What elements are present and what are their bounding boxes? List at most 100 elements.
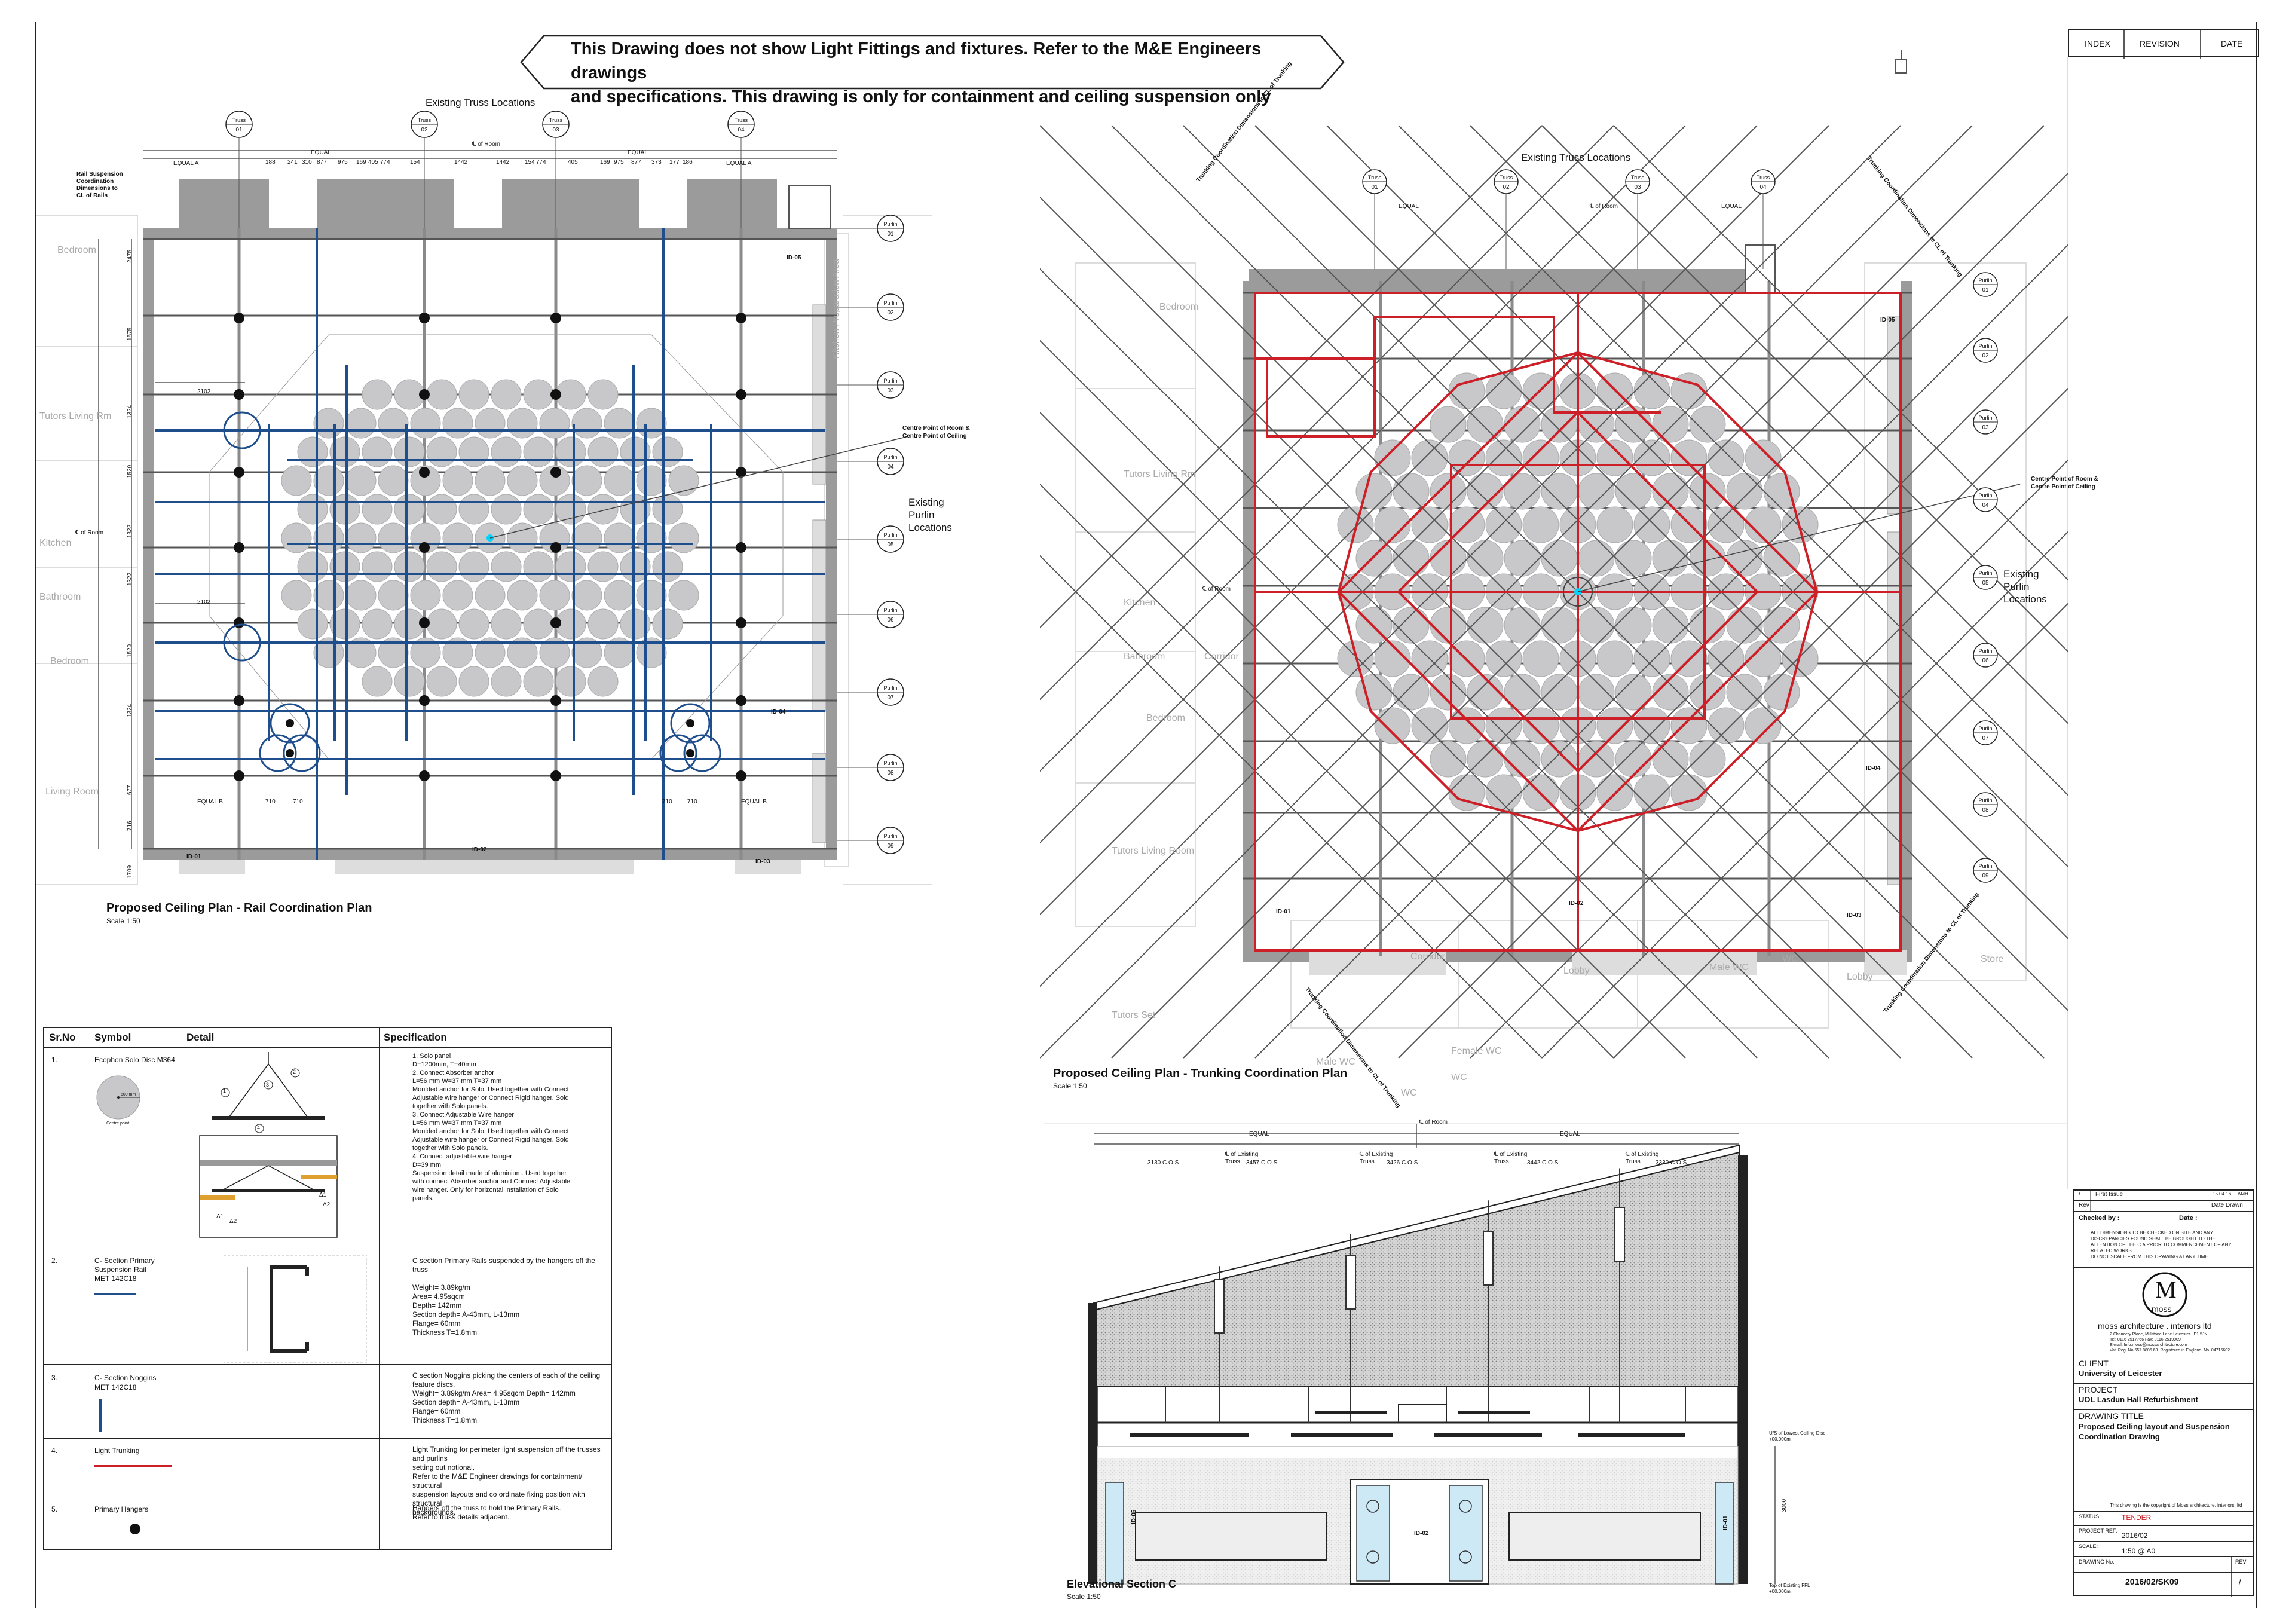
rail-room-bedroom-1: Bedroom — [57, 245, 96, 255]
notice-line-2: and specifications. This drawing is only… — [571, 87, 1271, 106]
purlin-bubble-09-number: 09 — [887, 843, 894, 849]
trunk-room-label: Lobby — [1563, 966, 1590, 976]
rev-row-by: AMH — [2238, 1191, 2248, 1197]
ceiling-disc — [1596, 506, 1633, 543]
purlin-bubble-02-word: Purlin — [1978, 343, 1992, 349]
spec-row2-symbol: C- Section Primary Suspension Rail — [94, 1256, 155, 1274]
copyright-note: This drawing is the copyright of Moss ar… — [2110, 1503, 2242, 1508]
spec-row1-line: L=56 mm W=37 mm T=37 mm — [412, 1078, 502, 1085]
spec-row1-line: with connect Absorber anchor and Connect… — [412, 1178, 571, 1185]
spec-row3-line: Flange= 60mm — [412, 1407, 461, 1415]
logo-letter: M — [2155, 1276, 2177, 1303]
ceiling-disc — [636, 580, 667, 611]
ceiling-disc — [410, 522, 441, 553]
spec-row4-symbol: Light Trunking — [94, 1446, 140, 1455]
spec-row2-text: C section Primary Rails suspended by the… — [412, 1256, 611, 1337]
purlin-bubble-09-number: 09 — [1982, 873, 1989, 879]
primary-hanger — [550, 770, 561, 781]
c-section-detail — [224, 1255, 367, 1363]
rail-top-dim: 241 — [287, 159, 298, 166]
ceiling-disc — [1485, 506, 1522, 543]
ceiling-disc — [1393, 473, 1430, 510]
ceiling-disc — [410, 408, 441, 439]
background-building-lines — [1075, 262, 2027, 1029]
purlin-bubble-03-word: Purlin — [1978, 415, 1992, 421]
trunk-equal-right: EQUAL — [1721, 203, 1742, 210]
ceiling-disc — [507, 522, 538, 553]
rail-top-dim: 169 — [356, 159, 366, 166]
diag-line-b — [1040, 125, 1686, 772]
ceiling-disc — [1522, 439, 1559, 476]
ceiling-disc — [1689, 674, 1726, 711]
ceiling-disc — [1689, 406, 1726, 443]
ceiling-disc — [378, 637, 409, 668]
purlin-bubble-06-word: Purlin — [1978, 648, 1992, 654]
ceiling-disc — [587, 436, 619, 467]
rail-left-dim: 1520 — [127, 464, 133, 478]
ceiling-disc — [345, 522, 377, 553]
trunk-id-03: ID-03 — [1847, 912, 1862, 919]
spec-row3-line: Section depth= A-43mm, L-13mm — [412, 1398, 520, 1406]
project-value: UOL Lasdun Hall Refurbishment — [2079, 1395, 2198, 1404]
ceiling-disc — [458, 379, 489, 410]
ceiling-disc — [1708, 707, 1745, 744]
rail-cl-room-left: ℄ of Room — [75, 530, 103, 536]
ceiling-disc — [475, 580, 506, 611]
section-top-ffl: Top of Existing FFL+00.000m — [1769, 1583, 1810, 1594]
ceiling-disc — [1596, 439, 1633, 476]
ceiling-disc — [491, 666, 522, 697]
ceiling-disc — [1541, 741, 1578, 778]
purlin-bubble-05-number: 05 — [1982, 580, 1989, 586]
ceiling-disc — [523, 494, 554, 525]
ceiling-disc — [475, 637, 506, 668]
ceiling-disc — [571, 408, 602, 439]
spec-row2-code: MET 142C18 — [94, 1274, 137, 1283]
ceiling-disc — [491, 379, 522, 410]
ceiling-disc — [475, 408, 506, 439]
title-block: / First Issue 15.04.16 AMH Rev Date Draw… — [2073, 1189, 2254, 1597]
ceiling-disc — [1504, 741, 1541, 778]
section-id-01: ID-01 — [1722, 1515, 1729, 1530]
primary-hanger — [419, 770, 430, 781]
ceiling-disc — [1652, 674, 1689, 711]
ceiling-disc — [1670, 439, 1708, 476]
ceiling-disc — [378, 465, 409, 496]
ceiling-disc — [523, 608, 554, 640]
tb-disclaimer-line: DISCREPANCIES FOUND SHALL BE BROUGHT TO … — [2091, 1236, 2216, 1241]
centre-target — [1563, 577, 1593, 607]
ceiling-disc — [491, 551, 522, 582]
date-drawn-label: Date Drawn — [2211, 1202, 2243, 1209]
purlin-bubble-06-number: 06 — [887, 617, 894, 623]
ceiling-disc — [1374, 506, 1411, 543]
truss-bubble-01-number: 01 — [1371, 184, 1378, 191]
rail-left-dim: 1324 — [127, 704, 133, 717]
trunk-id-01: ID-01 — [1276, 909, 1291, 915]
tb-address-line: E-mail: Info.moss@mossarchitecture.com — [2110, 1343, 2187, 1347]
rail-equal-left: EQUAL — [311, 149, 331, 156]
truss-bubble-02-number: 02 — [421, 127, 428, 133]
purlin-bubble-02-number: 02 — [887, 310, 894, 316]
section-hanger-box — [1614, 1207, 1625, 1262]
spec-row4-line: backgrounds. — [412, 1508, 456, 1516]
ceiling-disc — [1522, 506, 1559, 543]
trunk-room-label: Female WC — [1451, 1046, 1502, 1056]
section-hangers — [1165, 1168, 1686, 1423]
spec-row1-line: D=39 mm — [412, 1161, 441, 1169]
project-label: PROJECT — [2079, 1385, 2118, 1394]
ceiling-disc — [281, 465, 312, 496]
truss-bubble-04-word: Truss — [1757, 175, 1770, 181]
rail-equal-a-right: EQUAL A — [726, 160, 752, 167]
trunking-square — [1450, 464, 1706, 720]
purlin-bubble-03-number: 03 — [887, 387, 894, 394]
ceiling-disc — [426, 666, 457, 697]
ceiling-disc — [1485, 439, 1522, 476]
ceiling-disc — [1745, 506, 1782, 543]
tb-disclaimer-line: DO NOT SCALE FROM THIS DRAWING AT ANY TI… — [2091, 1254, 2210, 1259]
spec-row1-line: Moulded anchor for Solo. Used together w… — [412, 1128, 569, 1135]
ceiling-disc — [394, 666, 425, 697]
detail-delta-1: Δ1 — [216, 1213, 224, 1220]
ceiling-disc — [1355, 607, 1393, 644]
ceiling-disc — [458, 436, 489, 467]
ceiling-disc — [426, 436, 457, 467]
trunk-id-05: ID-05 — [1880, 317, 1895, 323]
